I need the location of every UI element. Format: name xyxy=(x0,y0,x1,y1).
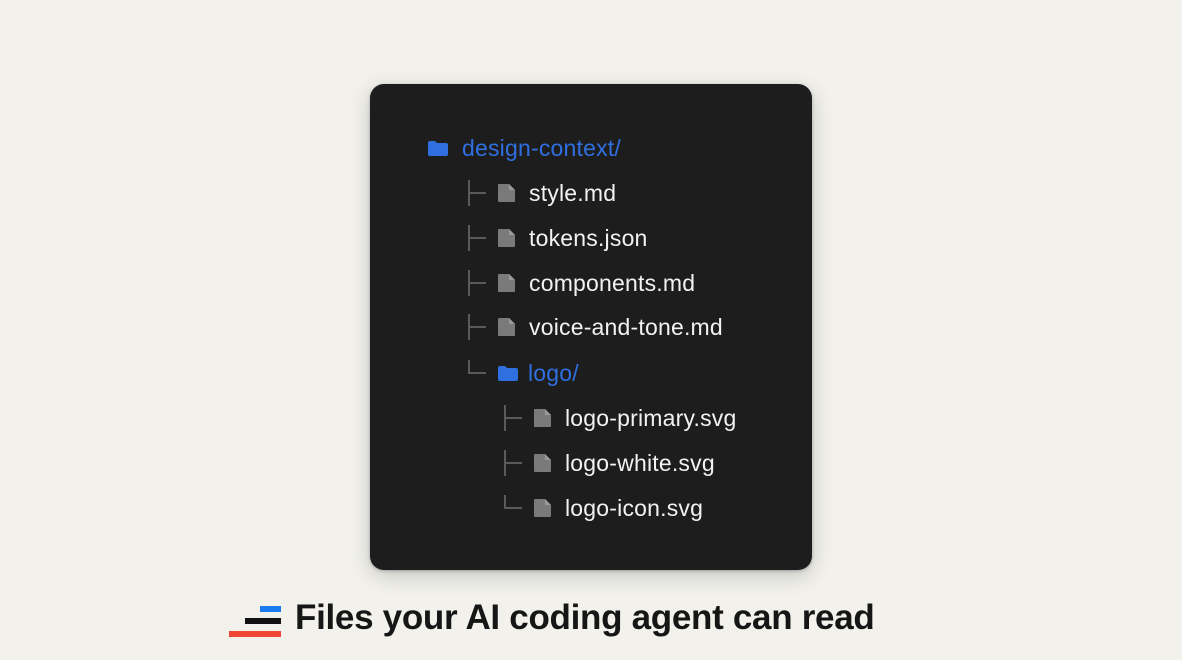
file-name: logo-primary.svg xyxy=(565,404,737,431)
brand-bar-red xyxy=(229,631,281,637)
folder-name: logo/ xyxy=(528,359,579,386)
file-icon xyxy=(534,499,551,517)
file-name: voice-and-tone.md xyxy=(529,313,723,340)
tree-connector-tee xyxy=(504,450,524,476)
tree-connector-elbow xyxy=(504,495,524,521)
caption: Files your AI coding agent can read xyxy=(229,594,875,638)
file-name: logo-white.svg xyxy=(565,449,715,476)
file-icon xyxy=(498,184,515,202)
folder-icon xyxy=(498,365,518,381)
tree-item-folder[interactable]: logo/ xyxy=(468,358,579,388)
tree-connector-elbow xyxy=(468,360,488,386)
file-icon xyxy=(498,318,515,336)
tree-connector-tee xyxy=(468,225,488,251)
file-icon xyxy=(534,409,551,427)
file-name: tokens.json xyxy=(529,224,648,251)
brand-bar-blue xyxy=(260,606,281,612)
file-name: style.md xyxy=(529,179,617,206)
folder-icon xyxy=(428,140,448,156)
file-name: logo-icon.svg xyxy=(565,494,704,521)
tree-connector-tee xyxy=(504,405,524,431)
tree-connector-tee xyxy=(468,270,488,296)
file-icon xyxy=(534,454,551,472)
brand-bar-black xyxy=(245,618,281,624)
folder-name: design-context/ xyxy=(462,134,621,161)
tree-item-file[interactable]: logo-white.svg xyxy=(504,448,715,478)
tree-connector-tee xyxy=(468,180,488,206)
file-name: components.md xyxy=(529,269,696,296)
file-tree-panel: design-context/ style.md tokens.json xyxy=(370,84,812,570)
stacked-bars-logo-icon xyxy=(229,600,282,637)
tree-connector-tee xyxy=(468,314,488,340)
tree-item-file[interactable]: components.md xyxy=(468,268,695,298)
tree-item-file[interactable]: voice-and-tone.md xyxy=(468,312,723,342)
file-icon xyxy=(498,274,515,292)
tree-item-file[interactable]: style.md xyxy=(468,178,616,208)
tree-item-file[interactable]: logo-icon.svg xyxy=(504,493,703,523)
tree-root-folder[interactable]: design-context/ xyxy=(428,133,621,163)
file-icon xyxy=(498,229,515,247)
tree-item-file[interactable]: tokens.json xyxy=(468,223,648,253)
caption-text: Files your AI coding agent can read xyxy=(295,598,875,637)
tree-item-file[interactable]: logo-primary.svg xyxy=(504,403,737,433)
